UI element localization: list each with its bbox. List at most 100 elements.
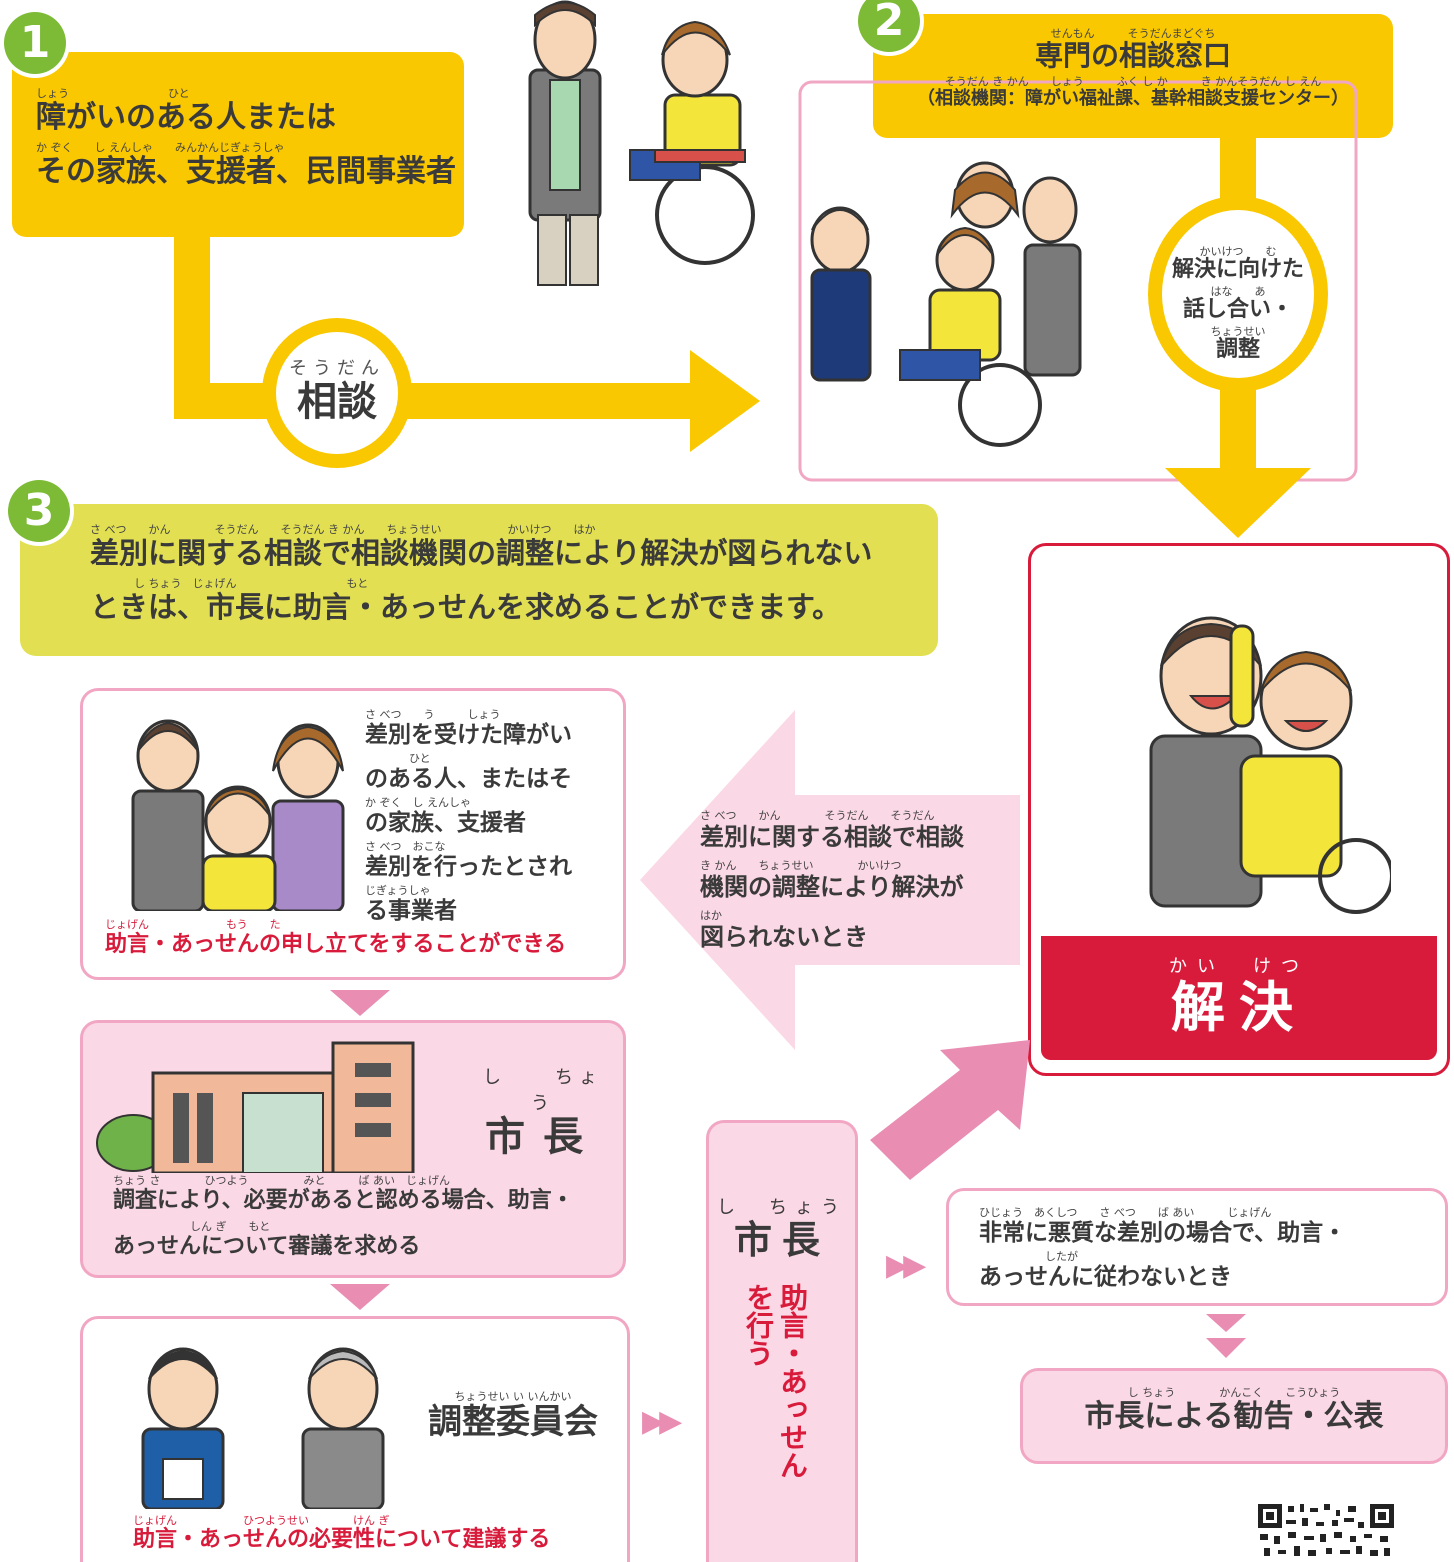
double-arrow-right-1: ▶▶ [642,1404,682,1439]
mayor-column-title: し ちょう 市長 [709,1193,855,1261]
arrow-line2: 機関の調整により解決が [700,873,964,901]
apply-ruby1: さ べつ う しょう [365,708,501,721]
step1-line1: 障がいのある人または [36,100,336,135]
committee-red-ruby: じょげん ひつようせい けん ぎ [133,1514,390,1527]
mayor-ruby2: しん ぎ もと [113,1220,271,1233]
circle-line2: 話し合い・ [1182,297,1293,322]
step2-title-ruby: せんもん そうだんまどぐち [1050,27,1216,40]
down-arrow-2 [330,1284,390,1310]
committee-box: ちょうせい い いんかい 調整委員会 じょげん ひつようせい けん ぎ 助言・あ… [80,1316,630,1562]
committee-red-line: 助言・あっせんの必要性について建議する [133,1527,551,1552]
step1-line1-ruby: しょう ひと [36,87,190,100]
step3-line2: ときは、市長に助言・あっせんを求めることができます。 [90,590,842,624]
resolve-ruby: かい けつ [1169,956,1309,977]
apply-line4: 差別を行ったとされ [365,854,572,880]
step1-line2-ruby: か ぞく し えんしゃ みんかんじぎょうしゃ [36,141,285,154]
recommendation-box: し ちょう かんこく こうひょう 市長による勧告・公表 [1020,1368,1448,1464]
step1-text: しょう ひと 障がいのある人または か ぞく し えんしゃ みんかんじぎょうしゃ… [36,88,456,190]
circle-line1: 解決に向けた [1171,257,1304,282]
step2-header: せんもん そうだんまどぐち 専門の相談窓口 そうだん き かん しょう ふく し… [873,28,1393,110]
committee-ruby: ちょうせい い いんかい [454,1390,572,1403]
step1-line2: その家族、支援者、民間事業者 [36,154,456,189]
arrow-condition-text: さ べつ かん そうだん そうだん 差別に関する相談で相談 き かん ちょうせい… [700,810,1010,952]
apply-red-line: 助言・あっせんの申し立てをすることができる [105,932,567,957]
troubled-people-illustration [528,0,755,286]
mayor-line1: 調査により、必要があると認める場合、助言・ [113,1188,574,1213]
circle-line3: 調整 [1215,337,1260,362]
consultation-illustration [810,161,1082,447]
mayor-text: ちょう さ ひつよう みと ば あい じょげん 調査により、必要があると認める場… [113,1175,623,1261]
mayor-col-red2: を行う [742,1283,775,1367]
serious-ruby2: したが [979,1250,1078,1263]
step3-line1-ruby: さ べつ かん そうだん そうだん き かん ちょうせい かいけつ はか [90,523,596,536]
mayor-col-title: 市長 [733,1218,830,1262]
committee-title-text: 調整委員会 [428,1402,598,1442]
arrow-ruby2: き かん ちょうせい かいけつ [700,859,902,872]
committee-title: ちょうせい い いんかい 調整委員会 [413,1390,613,1442]
negotiation-circle: かいけつ む 解決に向けた はな あ 話し合い・ ちょうせい 調整 [1148,196,1328,392]
serious-line1: 非常に悪質な差別の場合で、助言・ [979,1220,1347,1246]
committee-red-text: じょげん ひつようせい けん ぎ 助言・あっせんの必要性について建議する [133,1515,623,1553]
double-down-arrow [1206,1314,1246,1358]
step1-number-badge: 1 [4,12,66,74]
arrow-line3: 図られないとき [700,923,868,951]
circle-ruby2: はな あ [1210,285,1266,298]
mayor-action-column: し ちょう 市長 助言・あっせん を行う [706,1120,858,1562]
step3-line1: 差別に関する相談で相談機関の調整により解決が図られない [90,536,873,570]
apply-ruby3: か ぞく し えんしゃ [365,796,471,809]
step3-number-badge: 3 [8,480,70,542]
consult-label: 相談 [297,379,377,425]
mayor-title: し ちょう 市長 [473,1063,613,1159]
mayor-title-text: 市長 [485,1114,601,1160]
recommend-ruby: し ちょう かんこく こうひょう [1127,1386,1341,1399]
apply-text: さ べつ う しょう 差別を受けた障がい ひと のある人、またはそ か ぞく し… [365,709,615,925]
mayor-line2: あっせんについて審議を求める [113,1234,421,1259]
apply-line3: の家族、支援者 [365,810,526,836]
serious-line2: あっせんに従わないとき [979,1264,1232,1290]
celebration-illustration [1149,616,1391,914]
arrow-line1: 差別に関する相談で相談 [700,823,964,851]
city-hall-illustration [96,1041,415,1173]
resolve-label: 解決 [1171,976,1307,1039]
mayor-col-red1: 助言・あっせん [776,1283,809,1479]
mayor-ruby1: ちょう さ ひつよう みと ば あい じょげん [113,1174,450,1187]
apply-line5: る事業者 [365,898,457,924]
step3-banner [20,504,938,656]
double-arrow-right-2: ▶▶ [886,1248,926,1283]
serious-ruby1: ひじょう あくしつ さ べつ ば あい じょげん [979,1206,1272,1219]
serious-text: ひじょう あくしつ さ べつ ば あい じょげん 非常に悪質な差別の場合で、助言… [979,1207,1449,1291]
consult-circle: そうだん 相談 [262,318,412,468]
apply-red-text: じょげん もう た 助言・あっせんの申し立てをすることができる [105,919,615,959]
apply-ruby5: じぎょうしゃ [365,884,431,897]
circle-ruby1: かいけつ む [1199,245,1277,258]
committee-illustration [141,1347,385,1509]
apply-ruby2: ひと [365,752,431,765]
consult-ruby: そうだん [289,358,385,379]
mayor-col-ruby: し ちょう [717,1197,847,1218]
diagonal-arrow-up-right [870,1040,1030,1180]
mayor-ruby: し ちょう [483,1067,603,1114]
step3-text: さ べつ かん そうだん そうだん き かん ちょうせい かいけつ はか 差別に… [90,523,930,625]
apply-line1: 差別を受けた障がい [365,722,572,748]
qr-code[interactable] [1256,1502,1396,1562]
resolution-card: かい けつ 解決 [1028,543,1450,1076]
mayor-box: し ちょう 市長 ちょう さ ひつよう みと ば あい じょげん 調査により、必… [80,1020,626,1278]
step3-line2-ruby: し ちょう じょげん もと [90,577,369,590]
left-arrow-background [640,710,1020,1050]
apply-line2: のある人、またはそ [365,766,572,792]
family-illustration [131,719,345,911]
mayor-column-action: 助言・あっせん を行う [741,1283,809,1533]
circle-ruby3: ちょうせい [1210,325,1266,338]
resolution-label-bar: かい けつ 解決 [1041,936,1437,1060]
apply-ruby4: さ べつ おこな [365,840,446,853]
step2-sub-ruby: そうだん き かん しょう ふく し か き かんそうだん し えん [944,75,1322,88]
step2-subtitle: （相談機関：障がい福祉課、基幹相談支援センター） [917,88,1349,109]
apply-box: さ べつ う しょう 差別を受けた障がい ひと のある人、またはそ か ぞく し… [80,688,626,980]
step2-title: 専門の相談窓口 [1034,39,1231,72]
step2-number-badge: 2 [858,0,920,52]
apply-red-ruby: じょげん もう た [105,918,281,931]
serious-case-box: ひじょう あくしつ さ べつ ば あい じょげん 非常に悪質な差別の場合で、助言… [946,1188,1448,1306]
arrow-ruby1: さ べつ かん そうだん そうだん [700,809,935,822]
recommend-label: 市長による勧告・公表 [1084,1399,1384,1434]
